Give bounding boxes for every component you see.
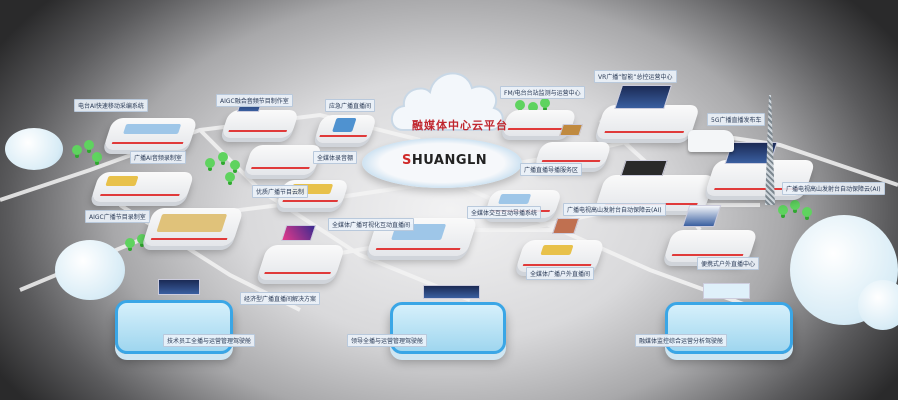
label-cockpit-leader[interactable]: 领导全播与运营管理驾驶舱 — [347, 334, 428, 347]
label-vr-control[interactable]: VR广播“智能”总控运营中心 — [594, 70, 677, 83]
label-interactive[interactable]: 全媒体交互互动导播系统 — [467, 206, 542, 219]
label-cloud-production[interactable]: 优质广播节目云制 — [252, 185, 309, 198]
platform-aigc-program[interactable] — [141, 208, 245, 246]
broadcast-van-icon[interactable] — [688, 130, 734, 152]
label-cockpit-monitor[interactable]: 融媒体监控综合运营分析驾驶舱 — [635, 334, 728, 347]
platform-studio[interactable] — [243, 145, 323, 175]
platform-title: 融媒体中心云平台 — [412, 119, 508, 132]
label-transmitter-1[interactable]: 广播电视高山发射台自动保障云(AI) — [563, 203, 666, 216]
label-fm-monitor[interactable]: FM/电台台站监测与运营中心 — [500, 86, 585, 99]
label-aigc-program[interactable]: AIGC广播节目录制室 — [85, 210, 150, 223]
label-outdoor-live[interactable]: 全媒体广播户外直播间 — [526, 267, 595, 280]
platform-aigc-audio[interactable] — [220, 98, 300, 138]
transmitter-tower-icon — [765, 95, 775, 205]
label-economy-live[interactable]: 经济型广播直播间解决方案 — [240, 292, 321, 305]
decorative-cloud — [5, 128, 63, 170]
logo-text: HUANGLN — [411, 153, 488, 168]
decorative-cloud — [55, 240, 125, 300]
platform-ai-audio[interactable] — [90, 172, 195, 202]
decorative-cloud — [858, 280, 898, 330]
label-transmitter-2[interactable]: 广播电视高山发射台自动保障云(AI) — [782, 182, 885, 195]
label-emergency[interactable]: 应急广播直播间 — [325, 99, 376, 112]
label-visual-live[interactable]: 全媒体广播可视化互动直播间 — [328, 218, 415, 231]
platform-ai-recording[interactable] — [102, 118, 199, 150]
label-cockpit-tech[interactable]: 技术员工全播与运营管理驾驶舱 — [163, 334, 256, 347]
platform-economy-live[interactable] — [256, 225, 346, 280]
label-ai-mobile[interactable]: 电台AI快速移动采编系统 — [74, 99, 148, 112]
label-studio[interactable]: 全媒体录音棚 — [313, 151, 358, 164]
platform-vr-control[interactable] — [594, 85, 701, 139]
label-5g-van[interactable]: 5G广播直播发布车 — [707, 113, 766, 126]
label-ai-recording[interactable]: 广播AI音频录制室 — [130, 151, 186, 164]
platform-emergency[interactable] — [313, 115, 378, 143]
brand-logo: SHUANGLN — [402, 153, 488, 168]
label-director-area[interactable]: 广播直播导播服务区 — [520, 163, 583, 176]
cloud-platform-icon — [390, 72, 504, 131]
label-portable-live[interactable]: 便携式户外直播中心 — [697, 257, 760, 270]
label-aigc-audio[interactable]: AIGC融合音频节目制作室 — [216, 94, 293, 107]
platform-ring[interactable] — [362, 138, 522, 188]
cockpit-monitor[interactable] — [665, 283, 793, 354]
